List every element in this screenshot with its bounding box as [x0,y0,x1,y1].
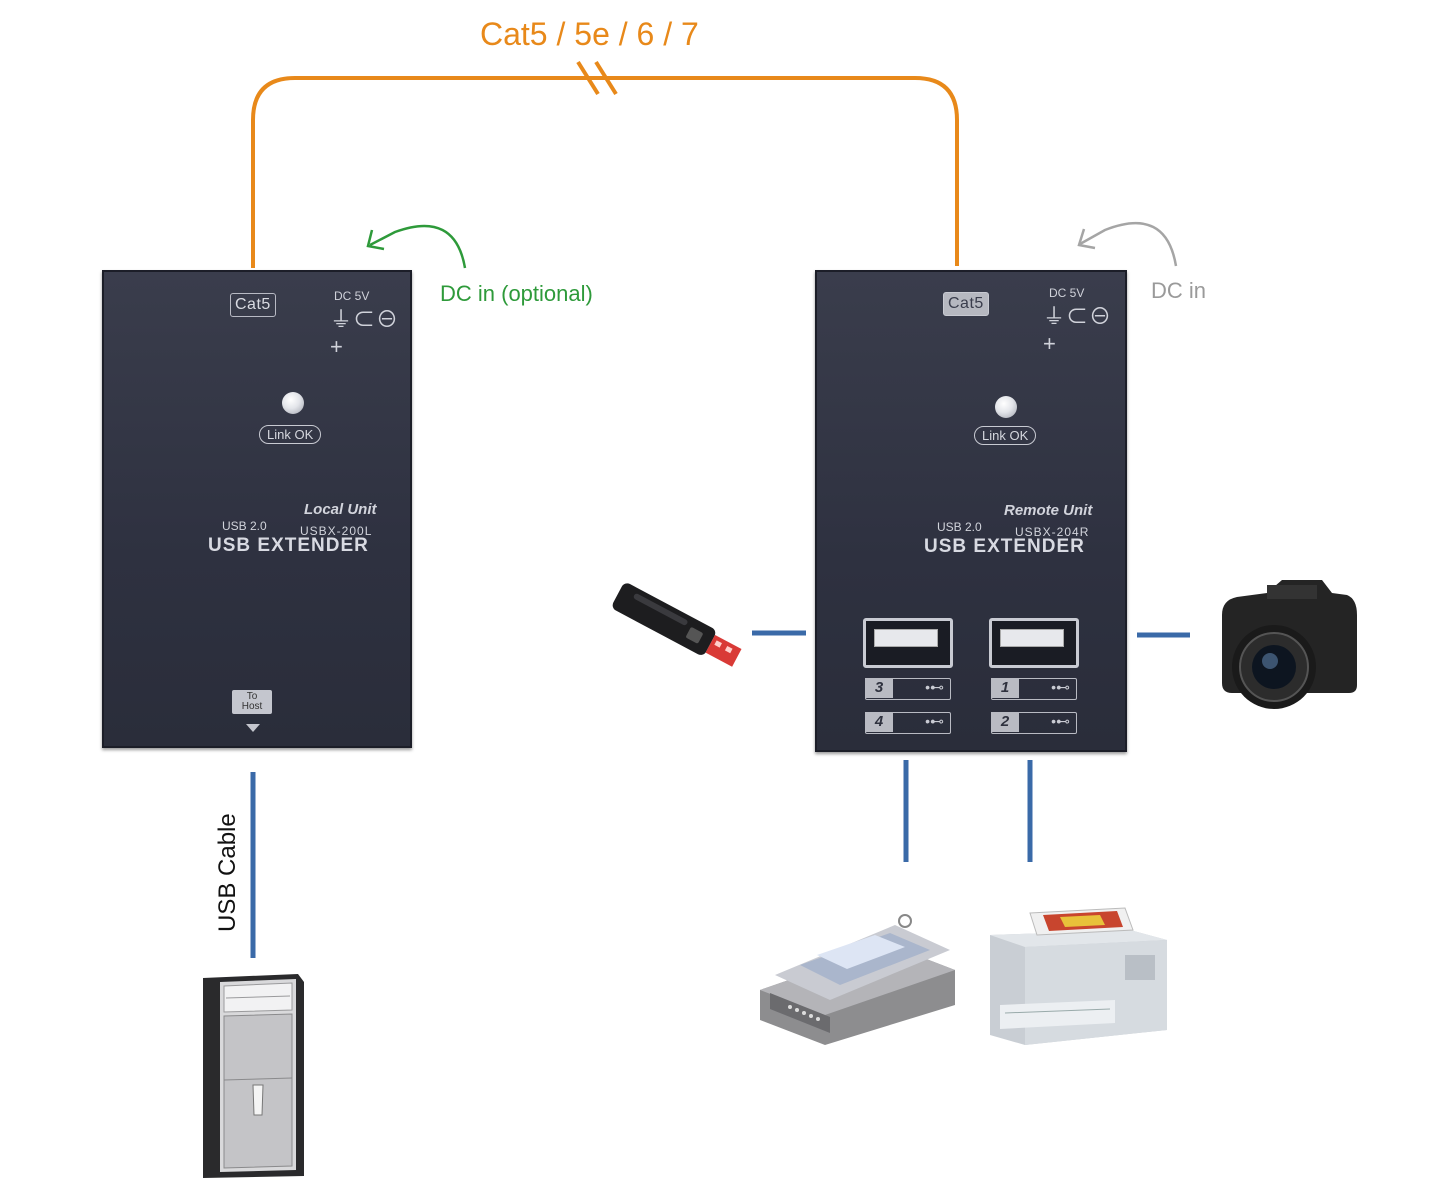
model-number: USBX-204R [1015,525,1090,539]
unit-name: Remote Unit [1004,502,1093,519]
dc-in-arrowhead [1077,228,1096,250]
port-label-3: 3 •⊷ [865,678,951,700]
product-name: USB EXTENDER [924,536,1085,557]
usb-symbol-icon: •⊷ [925,713,944,729]
dc-jack-icon: ⏚⊂⊖ + [1043,304,1113,356]
port-label-4: 4 •⊷ [865,712,951,734]
desktop-pc-icon [203,974,304,1178]
usb-symbol-icon: •⊷ [925,679,944,695]
dc-in-arrow [1079,221,1178,267]
dc-label: DC 5V [334,289,370,303]
port-label-1: 1 •⊷ [991,678,1077,700]
printer-icon [990,907,1167,1045]
product-name: USB EXTENDER [208,535,369,556]
link-led [995,396,1017,418]
dc-optional-arrowhead [366,229,385,251]
unit-name: Local Unit [304,501,377,518]
local-unit: Cat5 DC 5V ⏚⊂⊖ + Link OK Local Unit USB … [102,270,412,748]
link-ok-label: Link OK [259,425,322,444]
dc-jack-icon: ⏚⊂⊖ + [330,307,400,359]
port-number: 4 [865,712,893,732]
dc-optional-label: DC in (optional) [440,281,593,306]
cable-label: Cat5 / 5e / 6 / 7 [480,16,699,52]
link-led [282,392,304,414]
usb-version: USB 2.0 [222,519,267,533]
link-ok-label: Link OK [974,426,1037,445]
cat5-cable [251,76,959,268]
digital-camera-icon [1222,580,1357,709]
remote-unit: Cat5 DC 5V ⏚⊂⊖ + Link OK Remote Unit USB… [815,270,1127,752]
cable-break-mark-2 [594,60,618,96]
usb-symbol-icon: •⊷ [1051,713,1070,729]
dc-in-label: DC in [1151,278,1207,303]
port-number: 1 [991,678,1019,698]
cable-break-mark-1 [576,60,600,96]
usb-symbol-icon: •⊷ [1051,679,1070,695]
dc-label: DC 5V [1049,286,1085,300]
scanner-icon [760,914,955,1045]
model-number: USBX-200L [300,524,373,538]
port-number: 2 [991,712,1019,732]
usb-version: USB 2.0 [937,520,982,534]
dc-optional-arrow [369,224,467,269]
cat5-port-label: Cat5 [230,293,276,317]
port-label-2: 2 •⊷ [991,712,1077,734]
down-arrow-icon [246,724,260,732]
usb-flash-drive-icon [612,583,742,667]
port-number: 3 [865,678,893,698]
to-host-port: To Host [232,690,272,714]
usb-port-3[interactable] [863,618,953,668]
cat5-port-label: Cat5 [943,292,989,316]
usb-cable-label: USB Cable [214,813,241,932]
usb-port-1[interactable] [989,618,1079,668]
